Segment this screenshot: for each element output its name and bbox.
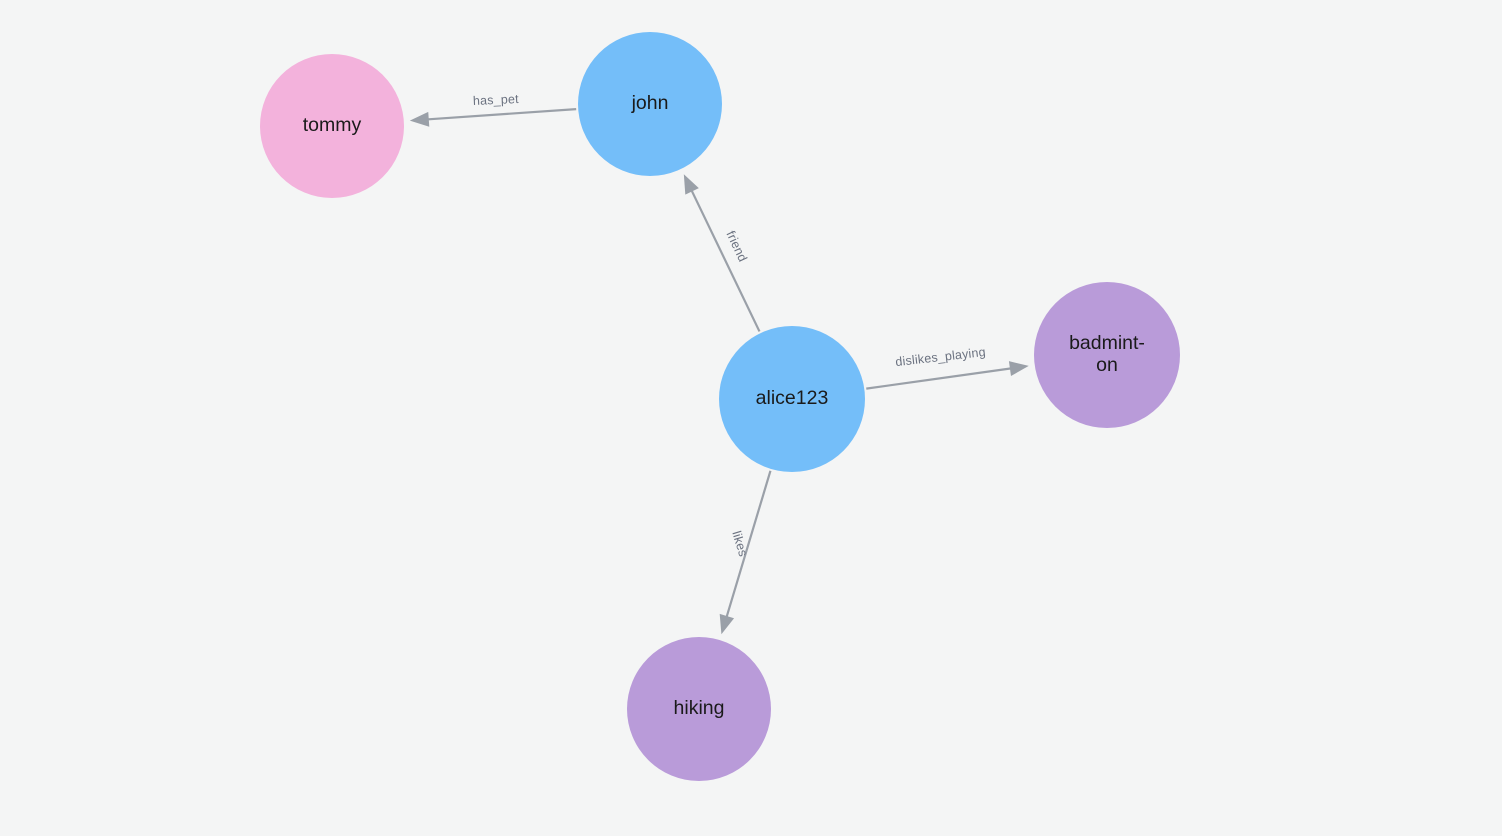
graph-edge-label: likes xyxy=(729,529,750,558)
graph-node-alice123[interactable]: alice123 xyxy=(719,326,865,472)
graph-node-label: tommy xyxy=(302,114,362,137)
graph-node-tommy[interactable]: tommy xyxy=(260,54,404,198)
graph-edge-john-has_pet-tommy[interactable] xyxy=(424,108,577,121)
graph-edge-label: has_pet xyxy=(473,92,520,108)
arrowhead-icon xyxy=(1008,361,1029,376)
arrowhead-icon xyxy=(683,174,699,195)
graph-node-label: hiking xyxy=(673,697,725,720)
graph-node-badminton[interactable]: badmint-on xyxy=(1034,282,1180,428)
arrowhead-icon xyxy=(409,111,430,127)
graph-edge-alice123-dislikes_playing-badminton[interactable] xyxy=(866,366,1015,390)
graph-edge-alice123-likes-hiking[interactable] xyxy=(724,470,772,621)
graph-edge-label: dislikes_playing xyxy=(895,345,987,369)
graph-edge-label: friend xyxy=(723,229,749,264)
graph-node-label: alice123 xyxy=(755,387,829,410)
graph-node-label: john xyxy=(631,92,669,115)
graph-node-hiking[interactable]: hiking xyxy=(627,637,771,781)
graph-node-label: badmint-on xyxy=(1069,332,1145,376)
arrowhead-icon xyxy=(719,613,735,635)
graph-edge-alice123-friend-john[interactable] xyxy=(689,187,761,332)
graph-node-john[interactable]: john xyxy=(578,32,722,176)
